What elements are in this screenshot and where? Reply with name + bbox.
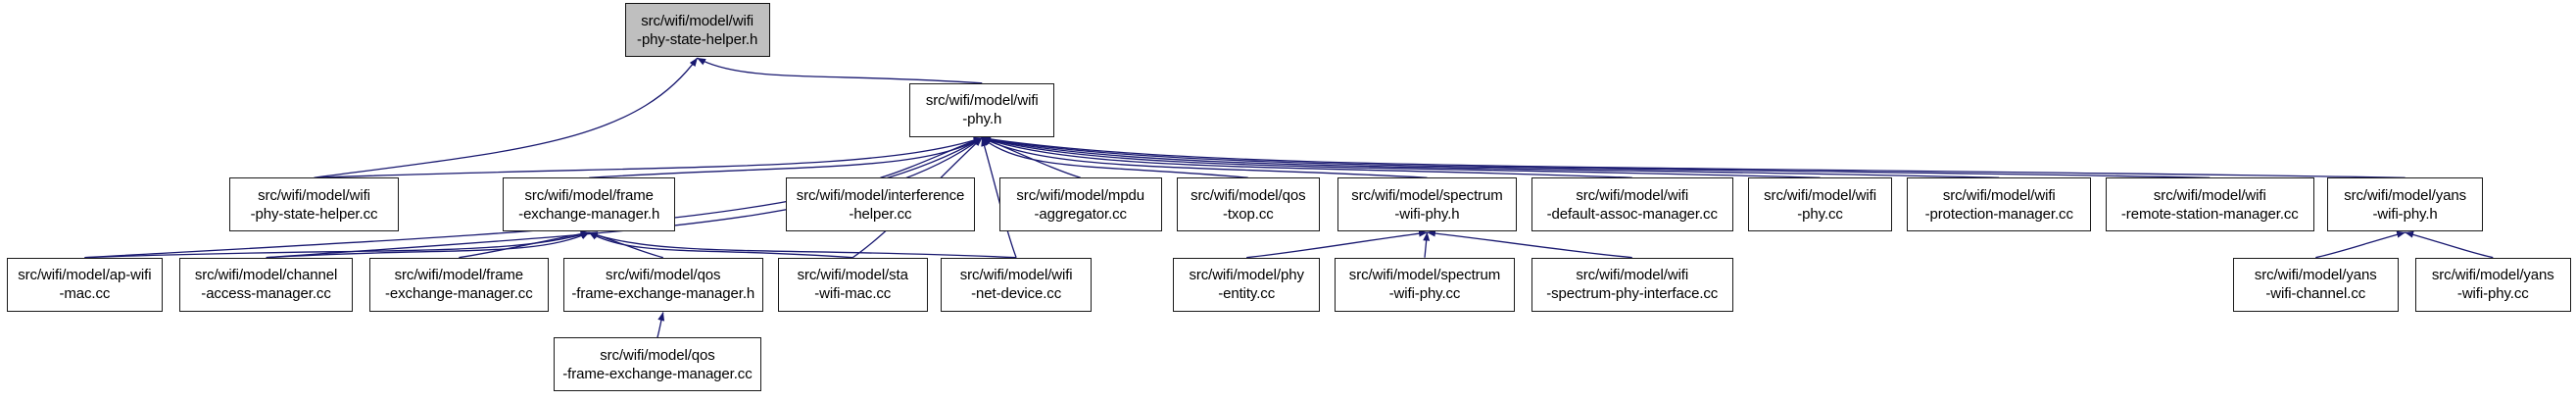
edge-wifi-phy-state-helper-cc-to-wifi-phy-h — [314, 136, 983, 178]
edge-qos-frame-exchange-manager-cc-to-qos-frame-exchange-manager-h — [656, 312, 665, 338]
node-label: src/wifi/model/wifi -phy-state-helper.cc — [250, 186, 378, 223]
edge-spectrum-wifi-phy-h-to-wifi-phy-h — [981, 137, 1428, 178]
node-label: src/wifi/model/interference -helper.cc — [796, 186, 965, 223]
node-yans-wifi-phy-h[interactable]: src/wifi/model/yans -wifi-phy.h — [2326, 177, 2484, 232]
node-label: src/wifi/model/mpdu -aggregator.cc — [1016, 186, 1145, 223]
edge-yans-wifi-phy-h-to-wifi-phy-h — [981, 135, 2406, 178]
node-wifi-phy-h[interactable]: src/wifi/model/wifi -phy.h — [909, 82, 1055, 137]
edge-qos-txop-cc-to-wifi-phy-h — [981, 137, 1248, 178]
node-label: src/wifi/model/wifi -protection-manager.… — [1924, 186, 2073, 223]
edge-wifi-phy-cc-to-wifi-phy-h — [981, 136, 1821, 178]
edge-interference-helper-cc-to-wifi-phy-h — [880, 137, 983, 178]
node-label: src/wifi/model/frame -exchange-manager.h — [518, 186, 660, 223]
node-yans-wifi-channel-cc[interactable]: src/wifi/model/yans -wifi-channel.cc — [2232, 257, 2399, 312]
edge-wifi-spectrum-phy-interface-cc-to-spectrum-wifi-phy-h — [1427, 229, 1632, 259]
node-label: src/wifi/model/wifi -phy.h — [925, 92, 1039, 128]
node-wifi-net-device-cc[interactable]: src/wifi/model/wifi -net-device.cc — [940, 257, 1093, 312]
node-label: src/wifi/model/sta -wifi-mac.cc — [797, 267, 908, 303]
node-ap-wifi-mac-cc[interactable]: src/wifi/model/ap-wifi -mac.cc — [6, 257, 164, 312]
node-interference-helper-cc[interactable]: src/wifi/model/interference -helper.cc — [786, 177, 975, 232]
node-label: src/wifi/model/wifi -phy.cc — [1764, 186, 1876, 223]
node-label: src/wifi/model/yans -wifi-phy.cc — [2431, 267, 2554, 303]
edge-wifi-net-device-cc-to-frame-exchange-manager-h — [588, 231, 1017, 259]
node-wifi-phy-state-helper-h[interactable]: src/wifi/model/wifi -phy-state-helper.h — [624, 3, 770, 58]
edge-wifi-remote-station-manager-cc-to-wifi-phy-h — [981, 135, 2211, 178]
node-channel-access-manager-cc[interactable]: src/wifi/model/channel -access-manager.c… — [178, 257, 354, 312]
node-label: src/wifi/model/spectrum -wifi-phy.cc — [1348, 267, 1501, 303]
edge-frame-exchange-manager-h-to-wifi-phy-h — [589, 137, 983, 178]
node-qos-txop-cc[interactable]: src/wifi/model/qos -txop.cc — [1176, 177, 1320, 232]
edge-mpdu-aggregator-cc-to-wifi-phy-h — [981, 137, 1081, 178]
node-yans-wifi-phy-cc[interactable]: src/wifi/model/yans -wifi-phy.cc — [2414, 257, 2571, 312]
edge-wifi-phy-state-helper-cc-to-wifi-phy-state-helper-h — [314, 57, 699, 178]
node-wifi-phy-state-helper-cc[interactable]: src/wifi/model/wifi -phy-state-helper.cc — [229, 177, 399, 232]
node-wifi-protection-manager-cc[interactable]: src/wifi/model/wifi -protection-manager.… — [1907, 177, 2092, 232]
node-wifi-remote-station-manager-cc[interactable]: src/wifi/model/wifi -remote-station-mana… — [2106, 177, 2314, 232]
node-label: src/wifi/model/wifi -default-assoc-manag… — [1546, 186, 1718, 223]
edge-wifi-default-assoc-manager-cc-to-wifi-phy-h — [981, 136, 1632, 178]
node-label: src/wifi/model/ap-wifi -mac.cc — [18, 267, 152, 303]
node-label: src/wifi/model/wifi -spectrum-phy-interf… — [1546, 267, 1719, 303]
edge-qos-frame-exchange-manager-h-to-frame-exchange-manager-h — [588, 231, 663, 259]
node-label: src/wifi/model/channel -access-manager.c… — [194, 267, 338, 303]
edge-channel-access-manager-cc-to-frame-exchange-manager-h — [266, 231, 590, 259]
node-qos-frame-exchange-manager-cc[interactable]: src/wifi/model/qos -frame-exchange-manag… — [553, 337, 762, 392]
edge-phy-entity-cc-to-spectrum-wifi-phy-h — [1246, 229, 1428, 259]
node-qos-frame-exchange-manager-h[interactable]: src/wifi/model/qos -frame-exchange-manag… — [562, 257, 763, 312]
node-phy-entity-cc[interactable]: src/wifi/model/phy -entity.cc — [1173, 257, 1320, 312]
edge-wifi-phy-h-to-wifi-phy-state-helper-h — [697, 57, 983, 84]
node-label: src/wifi/model/qos -frame-exchange-manag… — [571, 267, 755, 303]
node-wifi-spectrum-phy-interface-cc[interactable]: src/wifi/model/wifi -spectrum-phy-interf… — [1531, 257, 1733, 312]
edge-yans-wifi-phy-cc-to-yans-wifi-phy-h — [2405, 230, 2494, 259]
node-mpdu-aggregator-cc[interactable]: src/wifi/model/mpdu -aggregator.cc — [998, 177, 1162, 232]
edge-ap-wifi-mac-cc-to-frame-exchange-manager-h — [84, 231, 590, 259]
node-label: src/wifi/model/wifi -net-device.cc — [959, 267, 1073, 303]
node-spectrum-wifi-phy-h[interactable]: src/wifi/model/spectrum -wifi-phy.h — [1337, 177, 1517, 232]
node-label: src/wifi/model/wifi -remote-station-mana… — [2120, 186, 2299, 223]
node-label: src/wifi/model/phy -entity.cc — [1189, 267, 1304, 303]
node-label: src/wifi/model/spectrum -wifi-phy.h — [1351, 186, 1503, 223]
node-wifi-phy-cc[interactable]: src/wifi/model/wifi -phy.cc — [1747, 177, 1893, 232]
node-sta-wifi-mac-cc[interactable]: src/wifi/model/sta -wifi-mac.cc — [777, 257, 928, 312]
edge-spectrum-wifi-phy-cc-to-spectrum-wifi-phy-h — [1423, 231, 1431, 258]
node-label: src/wifi/model/yans -wifi-channel.cc — [2254, 267, 2377, 303]
edge-frame-exchange-manager-cc-to-frame-exchange-manager-h — [459, 230, 590, 259]
node-frame-exchange-manager-cc[interactable]: src/wifi/model/frame -exchange-manager.c… — [368, 257, 549, 312]
node-label: src/wifi/model/qos -frame-exchange-manag… — [562, 346, 753, 382]
node-label: src/wifi/model/yans -wifi-phy.h — [2344, 186, 2466, 223]
node-wifi-default-assoc-manager-cc[interactable]: src/wifi/model/wifi -default-assoc-manag… — [1531, 177, 1733, 232]
edge-sta-wifi-mac-cc-to-frame-exchange-manager-h — [588, 231, 853, 259]
node-spectrum-wifi-phy-cc[interactable]: src/wifi/model/spectrum -wifi-phy.cc — [1334, 257, 1516, 312]
edge-wifi-protection-manager-cc-to-wifi-phy-h — [981, 135, 2000, 178]
node-label: src/wifi/model/frame -exchange-manager.c… — [385, 267, 533, 303]
node-label: src/wifi/model/wifi -phy-state-helper.h — [637, 12, 758, 48]
edge-yans-wifi-channel-cc-to-yans-wifi-phy-h — [2315, 230, 2406, 259]
node-label: src/wifi/model/qos -txop.cc — [1191, 186, 1306, 223]
node-frame-exchange-manager-h[interactable]: src/wifi/model/frame -exchange-manager.h — [503, 177, 676, 232]
